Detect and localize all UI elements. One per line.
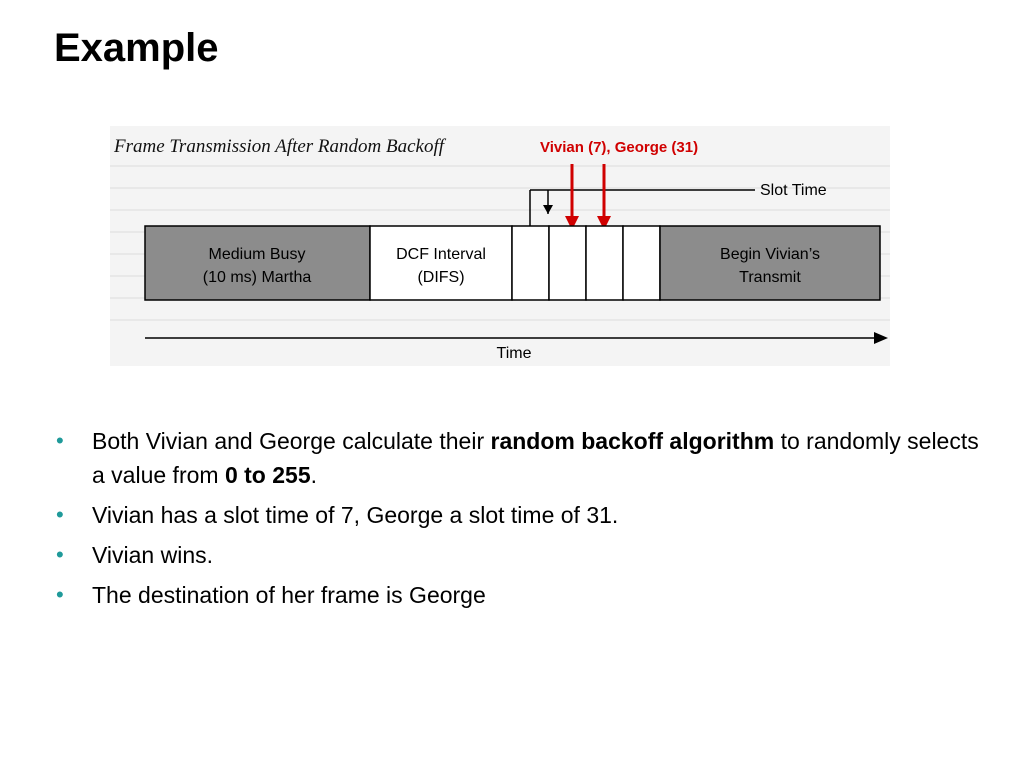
bullet-dot: •	[56, 542, 64, 567]
dcf-interval-label-1: DCF Interval	[396, 246, 486, 263]
begin-transmit-label-2: Transmit	[739, 269, 801, 286]
dcf-interval-box	[369, 225, 513, 301]
dcf-interval-label-2: (DIFS)	[417, 269, 464, 286]
slot-box-2	[548, 225, 587, 301]
bullet-dot: •	[56, 582, 64, 607]
time-label: Time	[497, 345, 532, 362]
bullet-3-text: Vivian wins.	[92, 542, 214, 568]
medium-busy-box	[144, 225, 371, 301]
bullet-dot: •	[56, 502, 64, 527]
backoff-diagram-svg: Frame Transmission After Random Backoff …	[110, 136, 890, 362]
bullet-1-pre: Both Vivian and George calculate their	[92, 428, 491, 454]
vivian-arrow	[565, 164, 579, 230]
george-arrow	[597, 164, 611, 230]
begin-transmit-label-1: Begin Vivian’s	[720, 246, 820, 263]
bullet-2-text: Vivian has a slot time of 7, George a sl…	[92, 502, 619, 528]
medium-busy-label-2: (10 ms) Martha	[203, 269, 312, 286]
bullet-4-text: The destination of her frame is George	[92, 582, 486, 608]
bullet-dot: •	[56, 428, 64, 453]
bullet-1-bold-2: 0 to 255	[224, 462, 311, 488]
slot-time-label: Slot Time	[760, 182, 827, 199]
bullet-1-post: .	[310, 462, 317, 488]
annotation-text: Vivian (7), George (31)	[540, 139, 698, 156]
slide-title: Example	[54, 26, 219, 70]
slot-box-1	[511, 225, 550, 301]
bullet-item: • The destination of her frame is George	[56, 578, 986, 612]
bullet-1-mid: to randomly selects a value from	[92, 428, 979, 488]
bullet-item: • Both Vivian and George calculate their…	[56, 424, 986, 492]
slot-time-arrowhead	[543, 205, 553, 214]
medium-busy-label-1: Medium Busy	[209, 246, 306, 263]
figure-caption: Frame Transmission After Random Backoff	[113, 136, 447, 157]
bullet-item: • Vivian wins.	[56, 538, 986, 572]
begin-transmit-box	[659, 225, 881, 301]
backoff-diagram: Frame Transmission After Random Backoff …	[110, 126, 890, 366]
slot-box-4	[622, 225, 661, 301]
bullet-list: • Both Vivian and George calculate their…	[56, 424, 986, 618]
time-axis-arrowhead	[874, 332, 888, 344]
bullet-item: • Vivian has a slot time of 7, George a …	[56, 498, 986, 532]
slot-box-3	[585, 225, 624, 301]
bullet-1-bold-1: random backoff algorithm	[490, 428, 775, 454]
